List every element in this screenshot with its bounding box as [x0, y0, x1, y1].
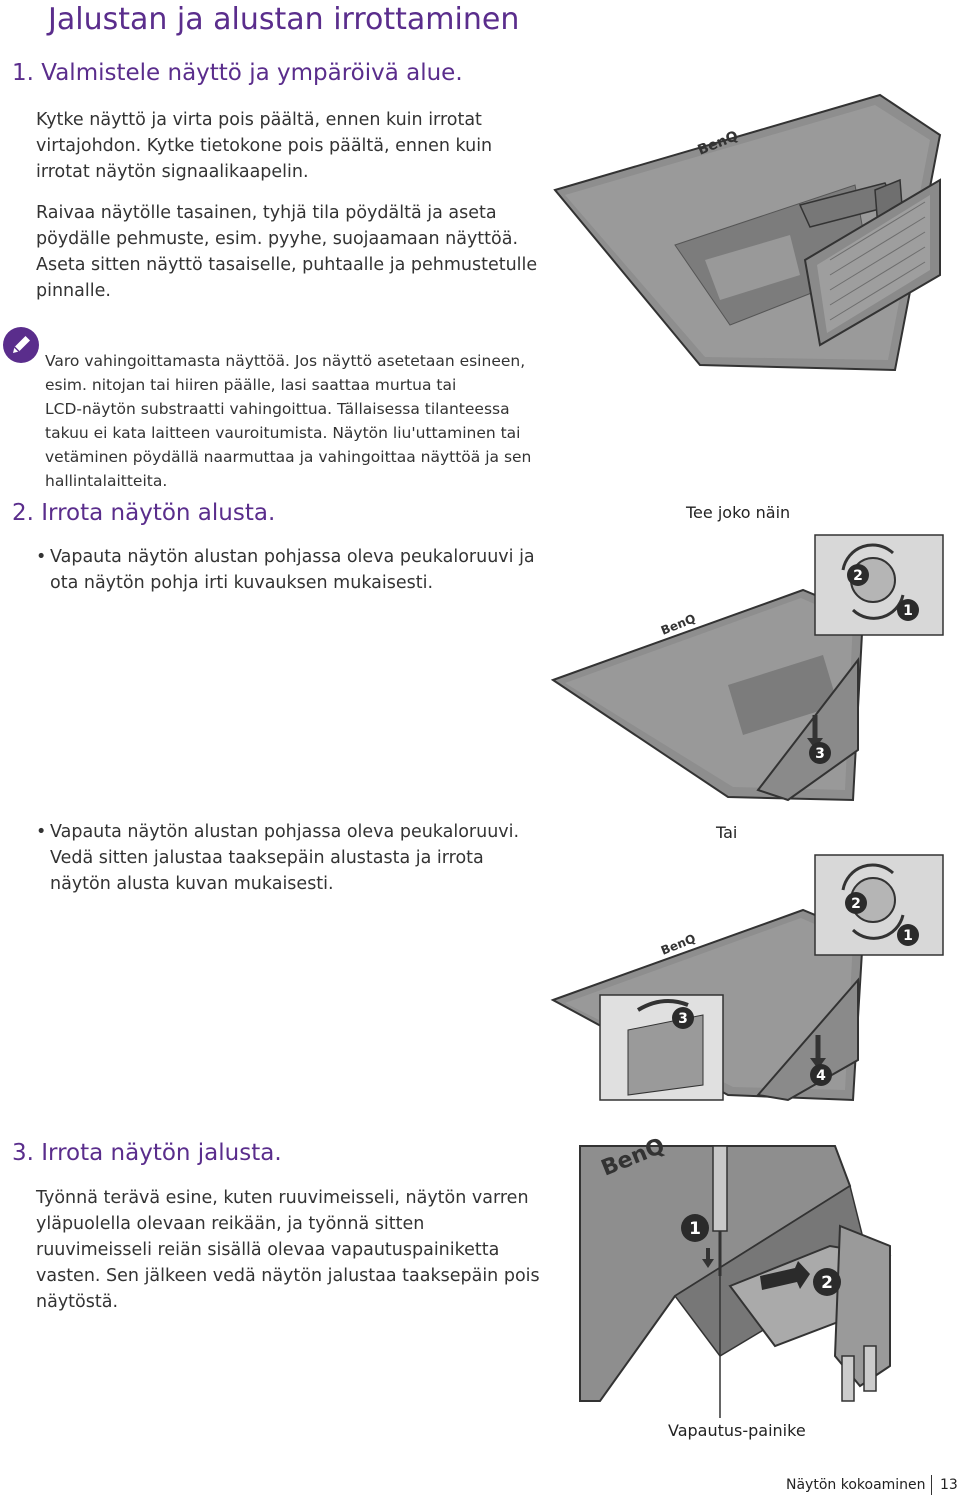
pencil-icon: [3, 327, 39, 363]
step3-paragraph: Työnnä terävä esine, kuten ruuvimeisseli…: [36, 1185, 556, 1315]
text-line: pöydälle pehmuste, esim. pyyhe, suojaama…: [36, 229, 519, 249]
text-line: Raivaa näytölle tasainen, tyhjä tila pöy…: [36, 203, 497, 223]
text-line: takuu ei kata laitteen vauroitumista. Nä…: [45, 424, 521, 442]
step-number: 2: [853, 568, 863, 584]
step-number: 3: [678, 1011, 688, 1027]
text-line: yläpuolella olevaan reikään, ja työnnä s…: [36, 1214, 425, 1234]
text-line: irrotat näytön signaalikaapelin.: [36, 162, 309, 182]
bullet-marker: •: [36, 822, 47, 842]
text-line: näytöstä.: [36, 1292, 119, 1312]
monitor-face-down-illustration: BenQ: [553, 93, 942, 372]
step-number: 2: [821, 1273, 833, 1293]
step-number: 2: [851, 896, 861, 912]
step1-paragraph-1: Kytke näyttö ja virta pois päältä, ennen…: [36, 107, 556, 185]
text-line: pinnalle.: [36, 281, 111, 301]
option1-caption: Tee joko näin: [686, 503, 791, 522]
release-button-caption: Vapautus-painike: [668, 1421, 806, 1440]
step1-heading: 1. Valmistele näyttö ja ympäröivä alue.: [12, 60, 463, 86]
step-number: 1: [903, 603, 913, 619]
step-number: 3: [815, 746, 825, 762]
text-line: Työnnä terävä esine, kuten ruuvimeisseli…: [36, 1188, 529, 1208]
step-number: 1: [903, 928, 913, 944]
text-line: Varo vahingoittamasta näyttöä. Jos näytt…: [45, 352, 526, 370]
footer-divider: [931, 1475, 932, 1495]
bullet-marker: •: [36, 547, 47, 567]
step2-bullet-1: • Vapauta näytön alustan pohjassa oleva …: [36, 544, 540, 596]
base-removal-figure-1: BenQ 2 1 3: [550, 534, 944, 802]
text-line: virtajohdon. Kytke tietokone pois päältä…: [36, 136, 493, 156]
text-line: näytön alusta kuvan mukaisesti.: [50, 874, 334, 894]
stand-removal-illustration: BenQ 1 2: [579, 1134, 945, 1418]
text-line: vetäminen pöydällä naarmuttaa ja vahingo…: [45, 448, 532, 466]
step1-paragraph-2: Raivaa näytölle tasainen, tyhjä tila pöy…: [36, 200, 556, 304]
step2-heading: 2. Irrota näytön alusta.: [12, 500, 276, 526]
footer-section: Näytön kokoaminen: [786, 1477, 926, 1493]
text-line: Vapauta näytön alustan pohjassa oleva pe…: [50, 547, 535, 567]
text-line: vasten. Sen jälkeen vedä näytön jalustaa…: [36, 1266, 540, 1286]
text-line: Vapauta näytön alustan pohjassa oleva pe…: [50, 822, 520, 842]
base-removal-figure-2: BenQ 2 1 3 4: [550, 854, 944, 1102]
step-number: 4: [816, 1068, 826, 1084]
text-line: esim. nitojan tai hiiren päälle, lasi sa…: [45, 376, 457, 394]
step-number: 1: [689, 1219, 701, 1239]
warning-note: Varo vahingoittamasta näyttöä. Jos näytt…: [45, 349, 545, 493]
step2-bullet-2: • Vapauta näytön alustan pohjassa oleva …: [36, 819, 540, 897]
page-number: 13: [940, 1477, 958, 1493]
text-line: LCD-näytön substraatti vahingoittua. Täl…: [45, 400, 510, 418]
text-line: Aseta sitten näyttö tasaiselle, puhtaall…: [36, 255, 538, 275]
step3-heading: 3. Irrota näytön jalusta.: [12, 1140, 282, 1166]
text-line: hallintalaitteita.: [45, 472, 168, 490]
text-line: ota näytön pohja irti kuvauksen mukaises…: [50, 573, 434, 593]
text-line: Kytke näyttö ja virta pois päältä, ennen…: [36, 110, 482, 130]
option2-caption: Tai: [716, 823, 738, 842]
page-title: Jalustan ja alustan irrottaminen: [48, 2, 520, 37]
text-line: Vedä sitten jalustaa taaksepäin alustast…: [50, 848, 484, 868]
text-line: ruuvimeisseli reiän sisällä olevaa vapau…: [36, 1240, 500, 1260]
